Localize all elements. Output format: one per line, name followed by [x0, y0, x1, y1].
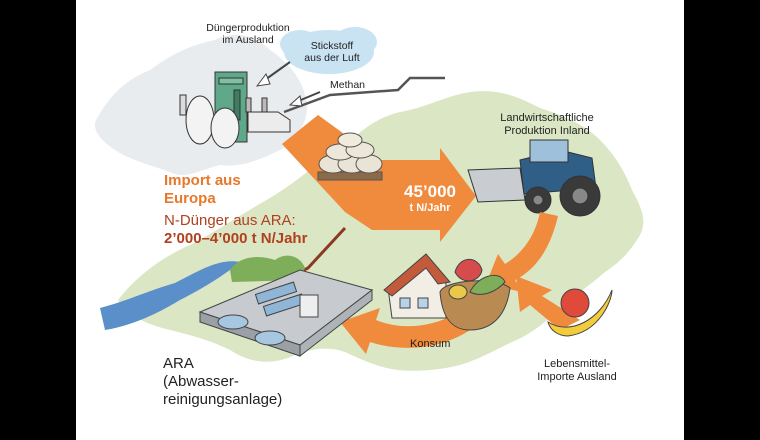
fertilizer-production-label: Düngerproduktion im Ausland [198, 22, 298, 46]
river-icon [100, 261, 240, 330]
nitrogen-arrow-head [255, 72, 271, 87]
food-imports-line1: Lebensmittel- [543, 358, 611, 370]
n-fertilizer-ara-line1: N-Dünger aus ARA: [164, 212, 296, 229]
import-flow-value: 45’000 t N/Jahr [378, 182, 482, 214]
ara-line3: reinigungsanlage) [163, 391, 283, 408]
ara-line2: (Abwasser- [163, 373, 239, 390]
ara-line1: ARA [163, 355, 194, 372]
consumption-to-ara-arrow [340, 308, 470, 354]
agriculture-label: Landwirtschaftliche Produktion Inland [486, 112, 608, 137]
nitrogen-air-line1: Stickstoff [310, 40, 354, 52]
n-fertilizer-ara-line2: 2’000–4’000 t N/Jahr [164, 230, 308, 247]
flow-unit: t N/Jahr [409, 202, 451, 214]
food-import-arrow [516, 276, 580, 330]
tractor-icon [467, 139, 601, 217]
methane-label: Methan [330, 79, 366, 91]
flow-amount: 45’000 [404, 182, 456, 201]
agriculture-line2: Produktion Inland [504, 124, 590, 137]
import-europe-line2: Europa [164, 190, 216, 207]
methane-arrow-head [288, 95, 303, 107]
import-europe-label: Import aus Europa [164, 172, 241, 208]
fertilizer-sacks-icon [317, 132, 383, 181]
consumption-label: Konsum [410, 338, 451, 350]
food-basket-icon [439, 258, 511, 331]
fruit-icon [547, 288, 613, 337]
import-europe-line1: Import aus [164, 172, 241, 189]
fertilizer-production-line2: im Ausland [222, 34, 274, 47]
cloud-icon [280, 27, 377, 74]
agriculture-to-consumption-arrow [486, 212, 558, 292]
methane-pipe [283, 76, 445, 114]
food-imports-line2: Importe Ausland [537, 370, 617, 383]
factory-icon [179, 71, 291, 149]
nitrogen-air-label: Stickstoff aus der Luft [300, 40, 364, 64]
food-imports-label: Lebensmittel- Importe Ausland [522, 358, 632, 383]
nitrogen-air-line2: aus der Luft [304, 52, 360, 65]
agriculture-line1: Landwirtschaftliche [500, 112, 594, 124]
wastewater-plant-icon [198, 269, 374, 358]
n-fertilizer-ara-label: N-Dünger aus ARA: 2’000–4’000 t N/Jahr [164, 212, 307, 248]
fertilizer-production-line1: Düngerproduktion [206, 22, 290, 34]
ara-label: ARA (Abwasser- reinigungsanlage) [163, 355, 282, 409]
